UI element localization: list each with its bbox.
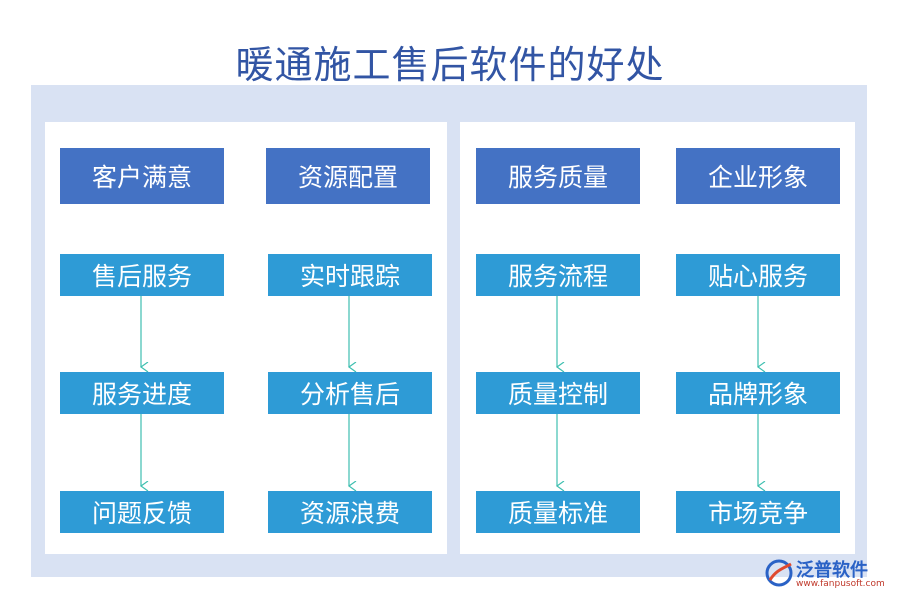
item-box: 品牌形象	[676, 372, 840, 414]
logo-name: 泛普软件	[796, 560, 868, 581]
item-box: 服务流程	[476, 254, 640, 296]
header-box-customer-satisfaction: 客户满意	[60, 148, 224, 204]
item-box: 分析售后	[268, 372, 432, 414]
header-box-resource-allocation: 资源配置	[266, 148, 430, 204]
header-box-corporate-image: 企业形象	[676, 148, 840, 204]
item-box: 资源浪费	[268, 491, 432, 533]
item-box: 服务进度	[60, 372, 224, 414]
item-box: 实时跟踪	[268, 254, 432, 296]
header-box-service-quality: 服务质量	[476, 148, 640, 204]
item-box: 市场竞争	[676, 491, 840, 533]
brand-logo: 泛普软件 www.fanpusoft.com	[764, 556, 894, 596]
logo-url: www.fanpusoft.com	[796, 579, 885, 589]
item-box: 质量控制	[476, 372, 640, 414]
item-box: 售后服务	[60, 254, 224, 296]
item-box: 质量标准	[476, 491, 640, 533]
item-box: 问题反馈	[60, 491, 224, 533]
item-box: 贴心服务	[676, 254, 840, 296]
fanpu-logo-icon	[765, 559, 793, 587]
page-title: 暖通施工售后软件的好处	[235, 43, 665, 87]
